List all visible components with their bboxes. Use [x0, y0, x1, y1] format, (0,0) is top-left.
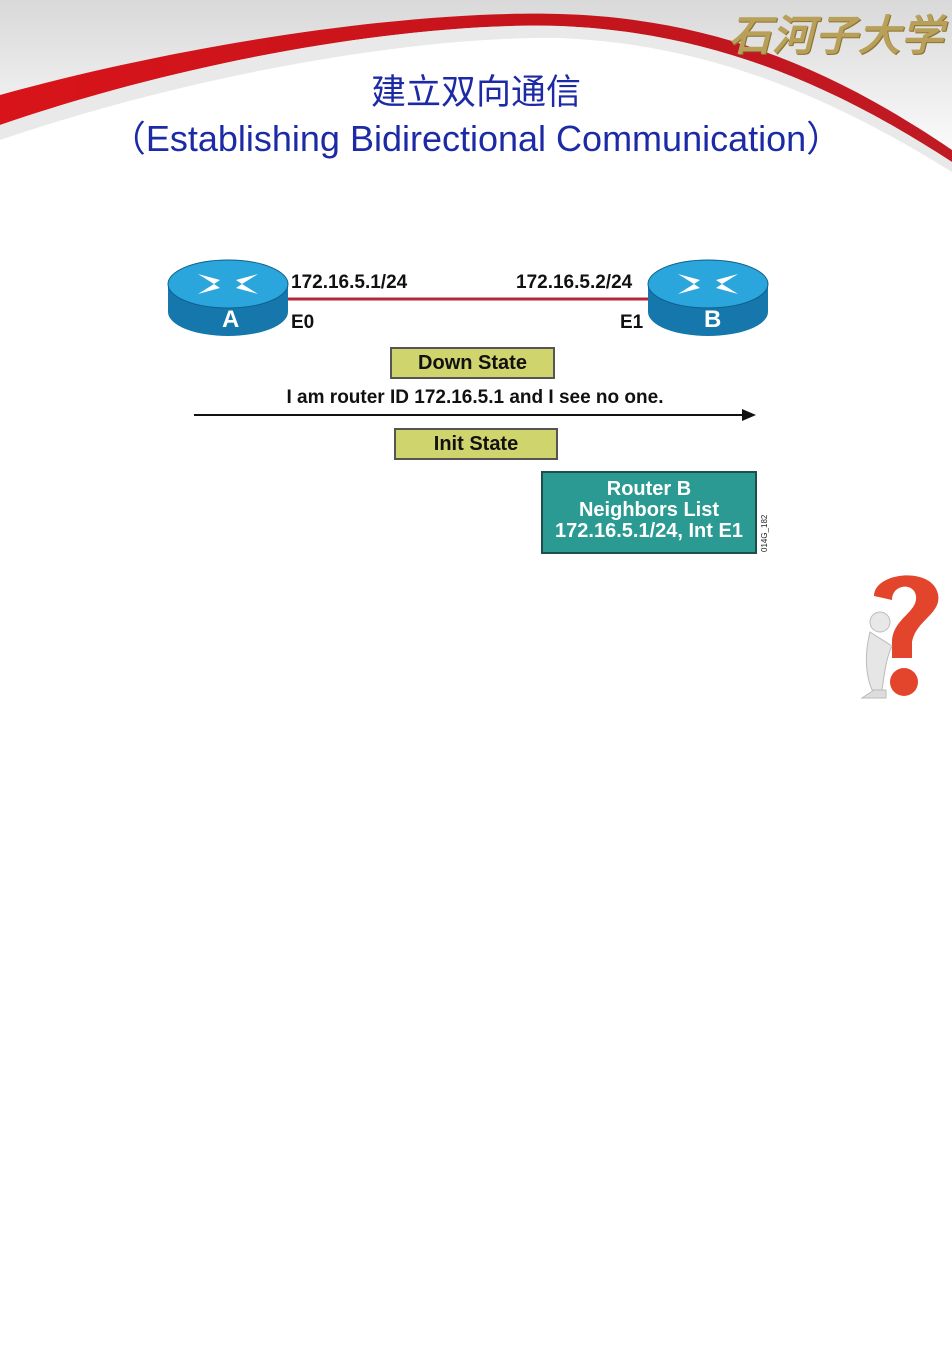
hello-message: I am router ID 172.16.5.1 and I see no o…: [286, 387, 664, 408]
neighbor-list-subtitle: Neighbors List: [578, 499, 719, 521]
router-b-interface: E1: [620, 312, 644, 333]
neighbor-list-entry: 172.16.5.1/24, Int E1: [555, 520, 743, 542]
figure-code: 014G_182: [760, 514, 769, 552]
router-a-icon: [167, 259, 289, 336]
arrow-head-icon: [742, 409, 756, 421]
router-a-label: A: [222, 306, 240, 333]
down-state-box: Down State: [390, 347, 555, 379]
neighbor-list-title: Router B: [606, 478, 692, 500]
page-title-en: （Establishing Bidirectional Communicatio…: [109, 118, 843, 159]
page-title-cn: 建立双向通信: [370, 73, 581, 113]
university-logo: 石河子大学: [728, 11, 944, 60]
router-a-interface: E0: [291, 312, 315, 333]
router-b-ip: 172.16.5.2/24: [516, 272, 633, 293]
diagram-graphics: [167, 259, 769, 421]
router-a-ip: 172.16.5.1/24: [291, 272, 408, 293]
router-b-label: B: [704, 306, 722, 333]
question-thinker-icon: [860, 575, 939, 699]
ospf-diagram: A B 172.16.5.1/24 172.16.5.2/24 E0 E1 Do…: [160, 250, 790, 570]
router-b-icon: [647, 259, 769, 336]
init-state-box: Init State: [394, 428, 558, 460]
header-banner: [0, 0, 952, 172]
neighbor-list-box: Router B Neighbors List 172.16.5.1/24, I…: [541, 471, 757, 554]
